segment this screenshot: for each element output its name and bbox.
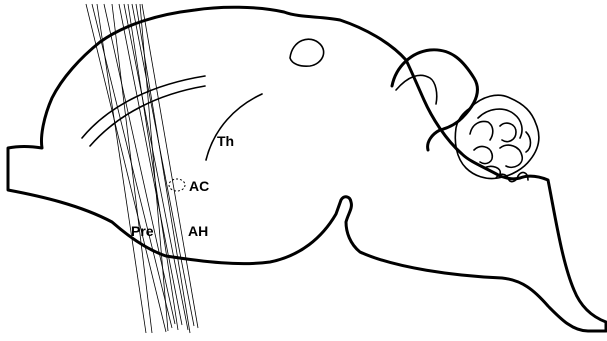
thalamus-boundary [206, 94, 262, 160]
label-anterior-hypothalamus: AH [188, 223, 208, 239]
cerebellar-folia [455, 95, 539, 178]
anterior-commissure-outline [169, 179, 185, 191]
cerebellum-outline [392, 50, 477, 150]
label-thalamus: Th [217, 133, 234, 149]
label-preoptic: Pre [131, 223, 154, 239]
cortex-bump [290, 39, 324, 66]
electrode-tracts [86, 4, 198, 333]
label-anterior-commissure: AC [189, 178, 209, 194]
brain-outline [8, 7, 606, 331]
